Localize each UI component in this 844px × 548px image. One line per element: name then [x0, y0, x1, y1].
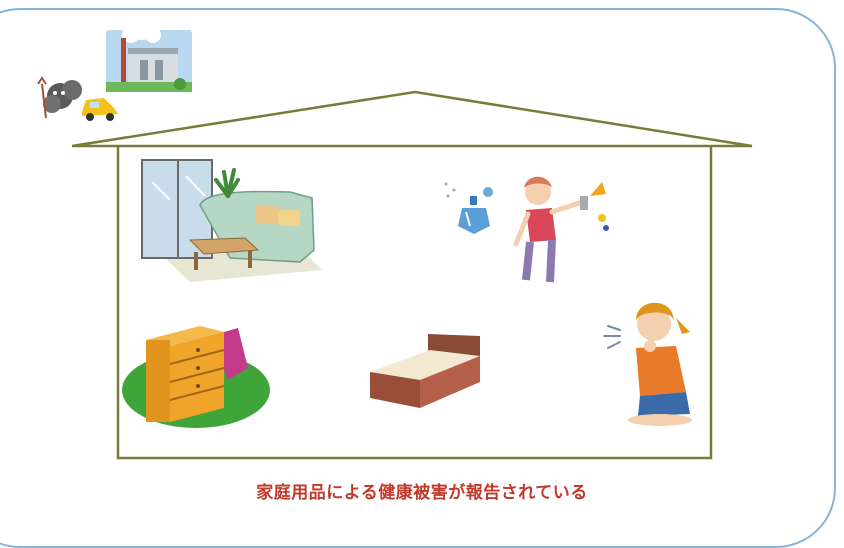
- girl-spraying-insecticide-icon: [513, 176, 609, 283]
- bed-icon: [370, 334, 480, 408]
- exhaust-car-icon: [37, 76, 118, 121]
- caption: 家庭用品による健康被害が報告されている: [256, 483, 588, 503]
- house-scene: [37, 20, 753, 460]
- wooden-drawer-icon: [122, 326, 270, 428]
- house-outline: [71, 90, 753, 460]
- factory-icon: [106, 20, 192, 92]
- living-room-icon: [141, 159, 322, 282]
- perfume-spray-icon: [444, 182, 493, 234]
- coughing-girl-icon: [603, 302, 692, 426]
